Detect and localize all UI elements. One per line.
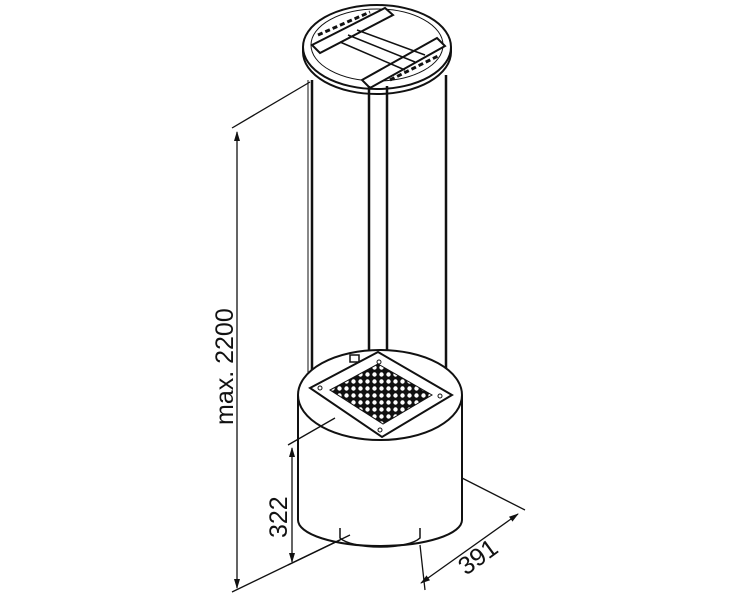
label-height-max: max. 2200 xyxy=(211,308,239,425)
dimension-diameter xyxy=(419,477,526,591)
hood-body xyxy=(297,349,463,548)
label-body-height: 322 xyxy=(265,496,293,538)
dimension-body-height xyxy=(287,417,341,566)
mounting-bracket xyxy=(310,6,447,90)
ceiling-plate xyxy=(302,4,452,95)
grease-filter-mesh xyxy=(329,363,433,425)
label-diameter: 391 xyxy=(453,534,503,581)
control-box-icon xyxy=(349,354,360,363)
